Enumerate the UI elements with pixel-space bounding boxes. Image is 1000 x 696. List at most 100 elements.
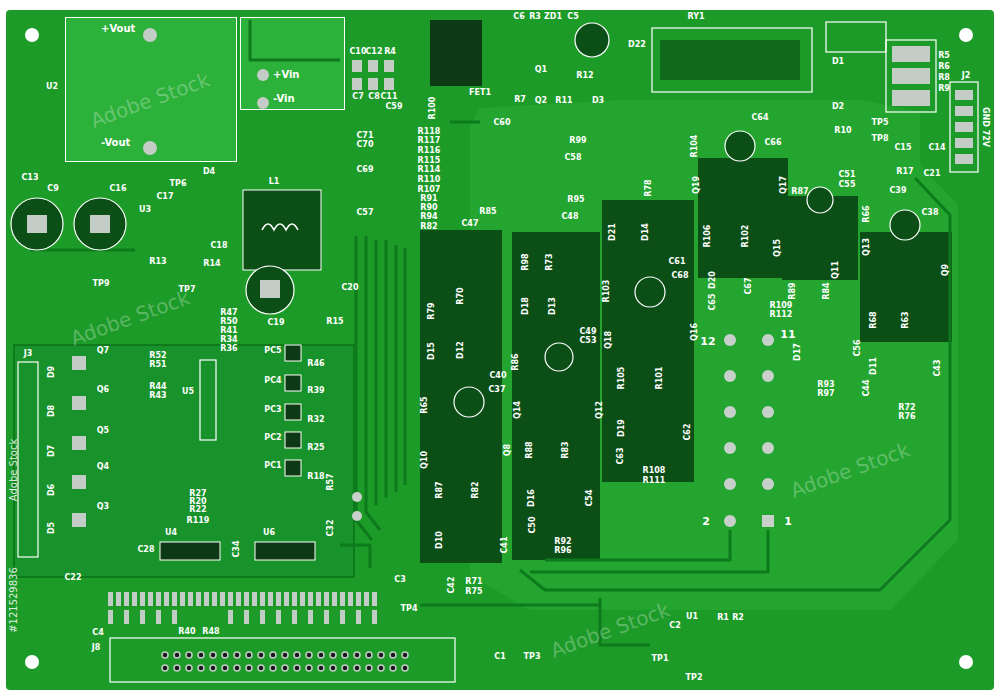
reference-designator: R44 — [149, 383, 166, 391]
reference-designator: D6 — [48, 484, 56, 496]
pad — [72, 396, 86, 410]
header-pad — [364, 592, 369, 606]
trace — [30, 20, 950, 645]
header-pad — [300, 592, 305, 606]
header-pad — [324, 610, 329, 624]
copper-pour — [240, 17, 345, 110]
reference-designator: C10 — [349, 48, 366, 56]
connector-pin — [366, 665, 372, 671]
header-pad — [356, 610, 361, 624]
silkscreen-outline — [110, 638, 455, 682]
pad — [955, 106, 973, 116]
reference-designator: Q17 — [780, 176, 788, 194]
reference-designator: Q14 — [514, 401, 522, 419]
reference-designator: R1 — [717, 614, 729, 622]
trace — [366, 236, 380, 530]
connector-pin — [318, 665, 324, 671]
reference-designator: R101 — [656, 367, 664, 390]
reference-designator: TP8 — [872, 135, 889, 143]
header-pad — [148, 592, 153, 606]
reference-designator: D10 — [436, 531, 444, 549]
watermark: Adobe Stock — [788, 439, 912, 501]
component-body — [430, 20, 482, 86]
pin-number: 2 — [702, 516, 710, 527]
connector-pin — [198, 665, 204, 671]
connector-pin — [246, 652, 252, 658]
header-pad — [188, 592, 193, 606]
header-pad — [108, 592, 113, 606]
via — [724, 370, 736, 382]
reference-designator: R40 — [178, 628, 195, 636]
reference-designator: C15 — [894, 144, 911, 152]
connector-pin — [366, 652, 372, 658]
watermark: Adobe Stock — [68, 287, 192, 349]
connector-pin — [162, 652, 168, 658]
dark-region — [420, 230, 502, 563]
reference-designator: C70 — [356, 141, 373, 149]
connector-pin — [390, 652, 396, 658]
header-pad — [316, 592, 321, 606]
connector-pin — [234, 652, 240, 658]
module-outline: +Vin-Vin — [240, 17, 345, 110]
component-body — [285, 460, 301, 476]
connector-pin — [234, 665, 240, 671]
pad — [892, 68, 930, 84]
connector-pin — [330, 665, 336, 671]
pin-number: 11 — [780, 329, 795, 340]
pin-number: 12 — [700, 336, 715, 347]
reference-designator: C9 — [47, 185, 58, 193]
reference-designator: R109 — [770, 302, 793, 310]
silkscreen-outline — [652, 28, 812, 92]
connector-pin — [294, 652, 300, 658]
connector-pin — [162, 652, 408, 671]
via — [724, 515, 736, 527]
dark-region — [860, 232, 952, 342]
connector-pin — [210, 665, 216, 671]
mounting-hole — [959, 655, 973, 669]
via — [352, 511, 362, 521]
pin-label: +Vout — [101, 24, 135, 34]
via — [762, 406, 774, 418]
reference-designator: U3 — [139, 206, 151, 214]
pad — [27, 28, 973, 527]
mounting-hole — [959, 28, 973, 42]
reference-designator: U6 — [263, 529, 275, 537]
reference-designator: C41 — [501, 536, 509, 553]
pad — [260, 280, 280, 298]
reference-designator: R108 — [643, 467, 666, 475]
reference-designator: R96 — [554, 547, 571, 555]
trace — [450, 121, 480, 124]
via — [762, 478, 774, 490]
reference-designator: R79 — [428, 302, 436, 319]
reference-designator: Q15 — [774, 239, 782, 257]
board — [6, 10, 994, 690]
reference-designator: D4 — [203, 168, 215, 176]
reference-designator: R3 — [529, 13, 541, 21]
reference-designator: R106 — [704, 225, 712, 248]
reference-designator: Q12 — [596, 401, 604, 419]
pad — [143, 141, 157, 155]
reference-designator: PC1 — [264, 462, 281, 470]
reference-designator: C7 — [352, 93, 363, 101]
connector-pin — [186, 652, 192, 658]
via — [352, 334, 774, 527]
reference-designator: C59 — [385, 103, 402, 111]
header-pad — [220, 592, 225, 606]
reference-designator: D17 — [794, 343, 802, 361]
watermark: Adobe Stock — [9, 439, 19, 502]
header-pad — [132, 592, 137, 606]
reference-designator: R2 — [732, 614, 744, 622]
reference-designator: C21 — [923, 170, 940, 178]
reference-designator: R83 — [562, 441, 570, 458]
via — [724, 442, 736, 454]
pad — [352, 78, 362, 90]
reference-designator: Q13 — [863, 238, 871, 256]
reference-designator: R73 — [546, 253, 554, 270]
header-pad — [372, 592, 377, 606]
reference-designator: TP2 — [686, 674, 703, 682]
reference-designator: D21 — [609, 223, 617, 241]
watermark: #121529836 — [9, 567, 19, 633]
reference-designator: R71 — [465, 578, 482, 586]
header-pad — [180, 592, 185, 606]
pad — [72, 356, 86, 370]
